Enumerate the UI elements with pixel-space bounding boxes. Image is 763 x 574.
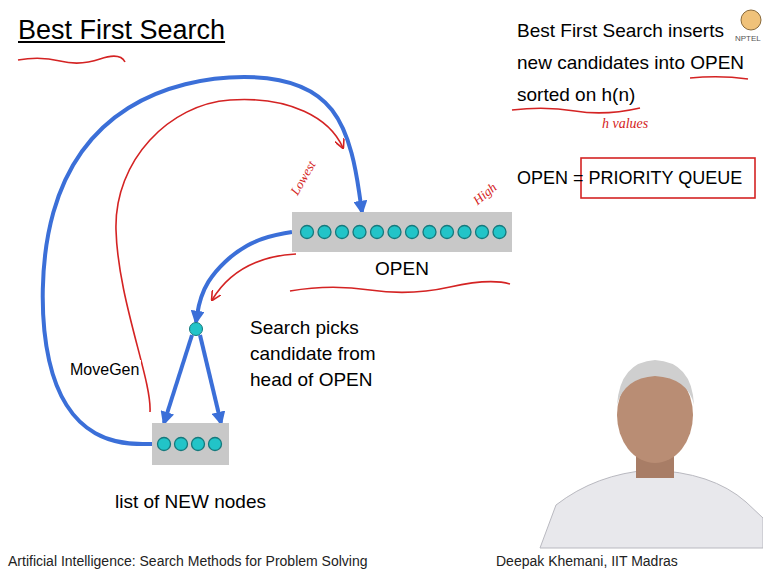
open-list-band: OPEN: [292, 212, 512, 252]
list-item-dot: [209, 438, 222, 451]
list-item-dot: [388, 226, 401, 239]
list-item-dot: [406, 226, 419, 239]
edge-label: MoveGen: [68, 360, 141, 380]
list-item-dot: [493, 226, 506, 239]
list-item-dot: [441, 226, 454, 239]
handwritten-note: h values: [602, 115, 648, 133]
list-item-dot: [458, 226, 471, 239]
list-item-dot: [476, 226, 489, 239]
flow-arrow: [196, 232, 292, 322]
red-underline: [18, 56, 125, 63]
red-underline: [512, 108, 640, 113]
current-node: Search picks candidate from head of OPEN: [189, 322, 203, 336]
list-item-dot: [175, 438, 188, 451]
list-item-dot: [301, 226, 314, 239]
list-item-dot: [158, 438, 171, 451]
node-label: OPEN: [292, 256, 512, 282]
list-item-dot: [423, 226, 436, 239]
handwritten-note: Lowest: [287, 158, 319, 198]
flow-arrow: [164, 335, 192, 423]
list-item-dot: [336, 226, 349, 239]
red-curve-arrow: [116, 100, 343, 412]
list-item-dot: [353, 226, 366, 239]
node-dots: [152, 423, 229, 465]
presenter-hair: [617, 360, 694, 405]
presenter-figure: [540, 360, 763, 548]
presenter-shirt: [540, 470, 763, 548]
footer-text: Deepak Khemani, IIT Madras: [496, 553, 678, 571]
nptel-logo: [741, 10, 761, 30]
watermark: NPTEL: [735, 34, 761, 44]
flow-arrow: [200, 335, 221, 423]
slide-equation: OPEN = PRIORITY QUEUE: [517, 167, 742, 190]
new-list-band: list of NEW nodes: [152, 423, 229, 465]
list-item-dot: [371, 226, 384, 239]
list-item-dot: [318, 226, 331, 239]
list-item-dot: [192, 438, 205, 451]
node-label: Search picks candidate from head of OPEN: [250, 315, 415, 393]
node-label: list of NEW nodes: [112, 489, 269, 515]
handwritten-note: High: [470, 180, 500, 209]
slide-title: Best First Search: [18, 12, 225, 48]
slide-statement: Best First Search inserts new candidates…: [517, 15, 757, 111]
footer-text: Artificial Intelligence: Search Methods …: [8, 553, 368, 571]
node-dots: [292, 212, 512, 252]
red-underline: [690, 77, 748, 79]
red-squiggle: [290, 282, 510, 293]
